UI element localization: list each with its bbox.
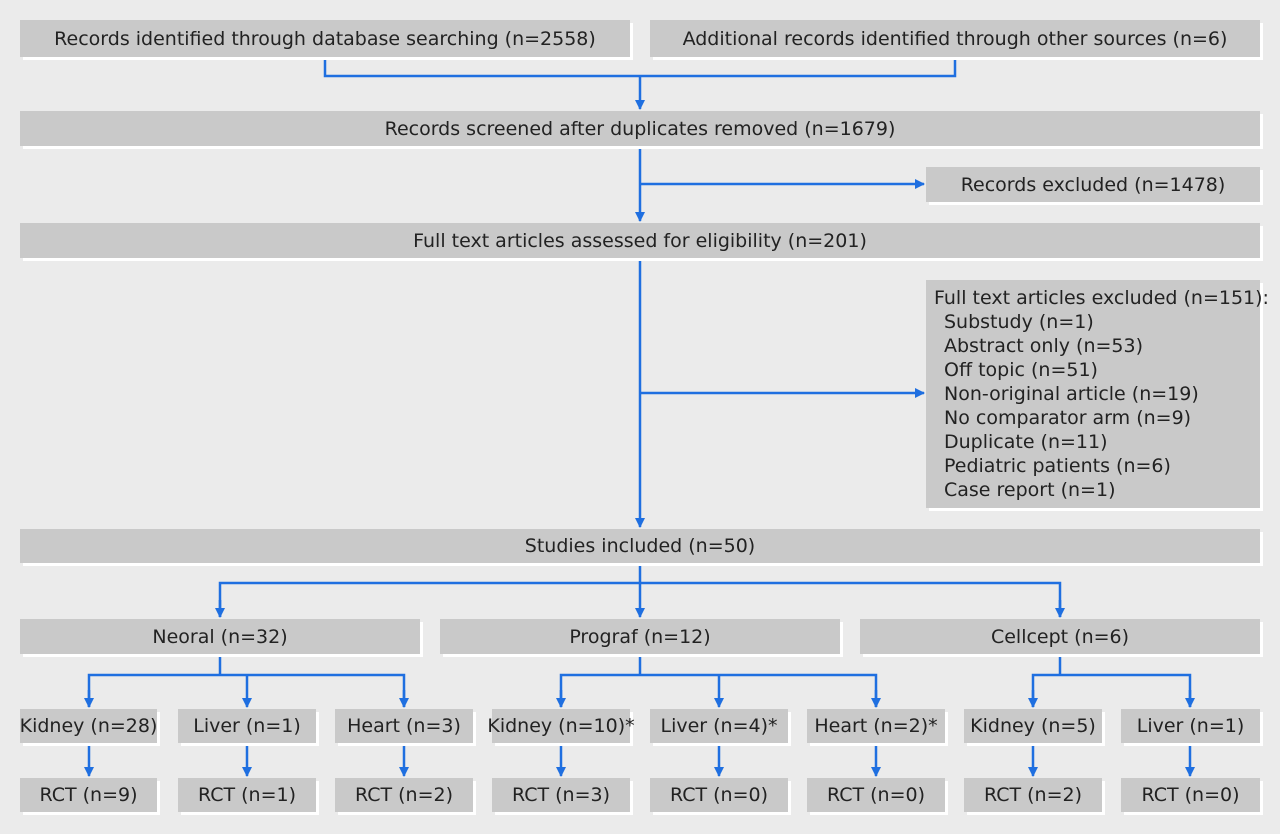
screened-label: Records screened after duplicates remove… (384, 117, 896, 140)
other-records-box: Additional records identified through ot… (650, 20, 1260, 57)
merge-connector (323, 57, 957, 78)
organ-label: Kidney (n=10)* (487, 715, 635, 737)
organ-box: Heart (n=3) (335, 709, 473, 743)
rct-box: RCT (n=0) (1121, 778, 1260, 812)
screened-box: Records screened after duplicates remove… (20, 111, 1260, 146)
included-box: Studies included (n=50) (20, 529, 1260, 563)
rct-label: RCT (n=9) (39, 784, 138, 806)
database-records-label: Records identified through database sear… (54, 27, 596, 50)
rct-box: RCT (n=2) (335, 778, 473, 812)
rct-label: RCT (n=3) (511, 784, 611, 806)
rct-label: RCT (n=1) (197, 784, 297, 806)
rct-label: RCT (n=2) (983, 784, 1083, 806)
rct-box: RCT (n=0) (807, 778, 945, 812)
drug-label: Cellcept (n=6) (990, 625, 1130, 648)
organ-label: Heart (n=2)* (814, 715, 938, 737)
rct-box: RCT (n=9) (20, 778, 157, 812)
drug-label: Neoral (n=32) (152, 625, 288, 648)
rct-label: RCT (n=2) (354, 784, 454, 806)
exclusion-reason: Off topic (n=51) (944, 359, 1098, 381)
organ-label: Heart (n=3) (347, 715, 461, 737)
organ-box: Heart (n=2)* (807, 709, 945, 743)
exclusion-reason: Case report (n=1) (944, 479, 1116, 501)
exclusion-reason: Duplicate (n=11) (944, 431, 1108, 453)
assessed-box: Full text articles assessed for eligibil… (20, 223, 1260, 258)
drug-label: Prograf (n=12) (569, 625, 711, 648)
exclusion-reason: Pediatric patients (n=6) (944, 455, 1171, 477)
fulltext-excluded-box: Full text articles excluded (n=151): Sub… (926, 280, 1269, 508)
organ-box: Liver (n=4)* (650, 709, 788, 743)
exclusion-reason: Substudy (n=1) (944, 311, 1094, 333)
rct-label: RCT (n=0) (1141, 784, 1240, 806)
rct-label: RCT (n=0) (826, 784, 926, 806)
rct-box: RCT (n=3) (492, 778, 630, 812)
exclusion-reason: No comparator arm (n=9) (944, 407, 1192, 429)
included-label: Studies included (n=50) (524, 535, 756, 557)
organ-label: Liver (n=1) (193, 715, 301, 737)
organ-box: Liver (n=1) (1121, 709, 1260, 743)
rct-label: RCT (n=0) (669, 784, 769, 806)
organ-box: Kidney (n=10)* (487, 709, 635, 743)
rct-box: RCT (n=0) (650, 778, 788, 812)
fulltext-excluded-title: Full text articles excluded (n=151): (934, 287, 1269, 309)
organ-label: Liver (n=1) (1136, 715, 1245, 737)
rct-box: RCT (n=1) (178, 778, 316, 812)
organ-box: Kidney (n=5) (964, 709, 1102, 743)
rct-box: RCT (n=2) (964, 778, 1102, 812)
organ-label: Liver (n=4)* (660, 715, 778, 737)
organ-label: Kidney (n=28) (19, 715, 158, 737)
organ-label: Kidney (n=5) (970, 715, 1096, 737)
records-excluded-box: Records excluded (n=1478) (926, 167, 1260, 202)
assessed-label: Full text articles assessed for eligibil… (413, 229, 867, 252)
exclusion-reason: Non-original article (n=19) (944, 383, 1199, 405)
other-records-label: Additional records identified through ot… (682, 27, 1228, 50)
drug-box-prograf: Prograf (n=12) (440, 619, 840, 654)
database-records-box: Records identified through database sear… (20, 20, 630, 57)
exclusion-reason: Abstract only (n=53) (944, 335, 1143, 357)
drug-box-cellcept: Cellcept (n=6) (860, 619, 1260, 654)
organ-box: Kidney (n=28) (20, 709, 157, 743)
records-excluded-label: Records excluded (n=1478) (960, 173, 1226, 196)
organ-box: Liver (n=1) (178, 709, 316, 743)
drug-box-neoral: Neoral (n=32) (20, 619, 420, 654)
